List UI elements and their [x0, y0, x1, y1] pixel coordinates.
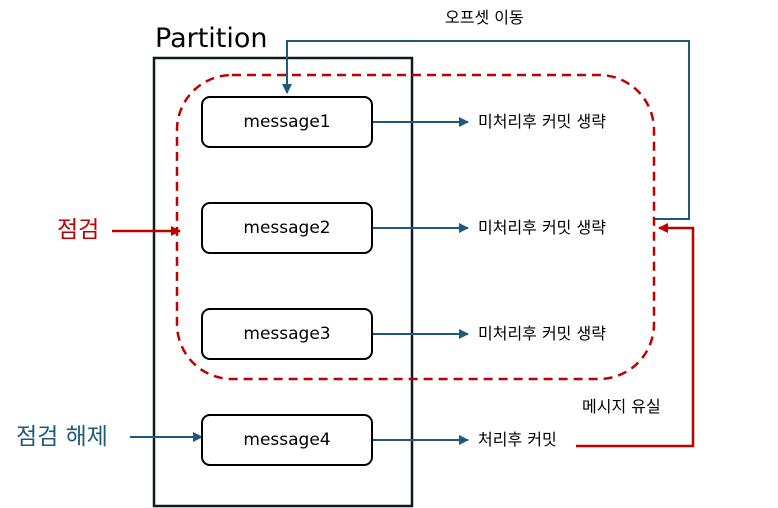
- skip-commit-label-2: 미처리후 커밋 생략: [478, 218, 606, 237]
- inspect-release-label: 점검 해제: [16, 424, 108, 450]
- offset-move-label: 오프셋 이동: [445, 8, 524, 27]
- message2-box: message2: [201, 202, 373, 254]
- message1-box: message1: [201, 96, 373, 148]
- offset-move-arrow: [282, 40, 690, 220]
- skip-commit-label-3: 미처리후 커밋 생략: [478, 324, 606, 343]
- message-loss-label: 메시지 유실: [582, 397, 661, 416]
- partition-box: [152, 56, 414, 508]
- skip-commit-label-1: 미처리후 커밋 생략: [478, 112, 606, 131]
- inspect-label: 점검: [57, 217, 100, 243]
- message4-box: message4: [201, 414, 373, 466]
- partition-title: Partition: [155, 23, 268, 54]
- message3-box: message3: [201, 308, 373, 360]
- message-loss-arrow: [576, 223, 695, 448]
- commit-after-label: 처리후 커밋: [478, 430, 557, 449]
